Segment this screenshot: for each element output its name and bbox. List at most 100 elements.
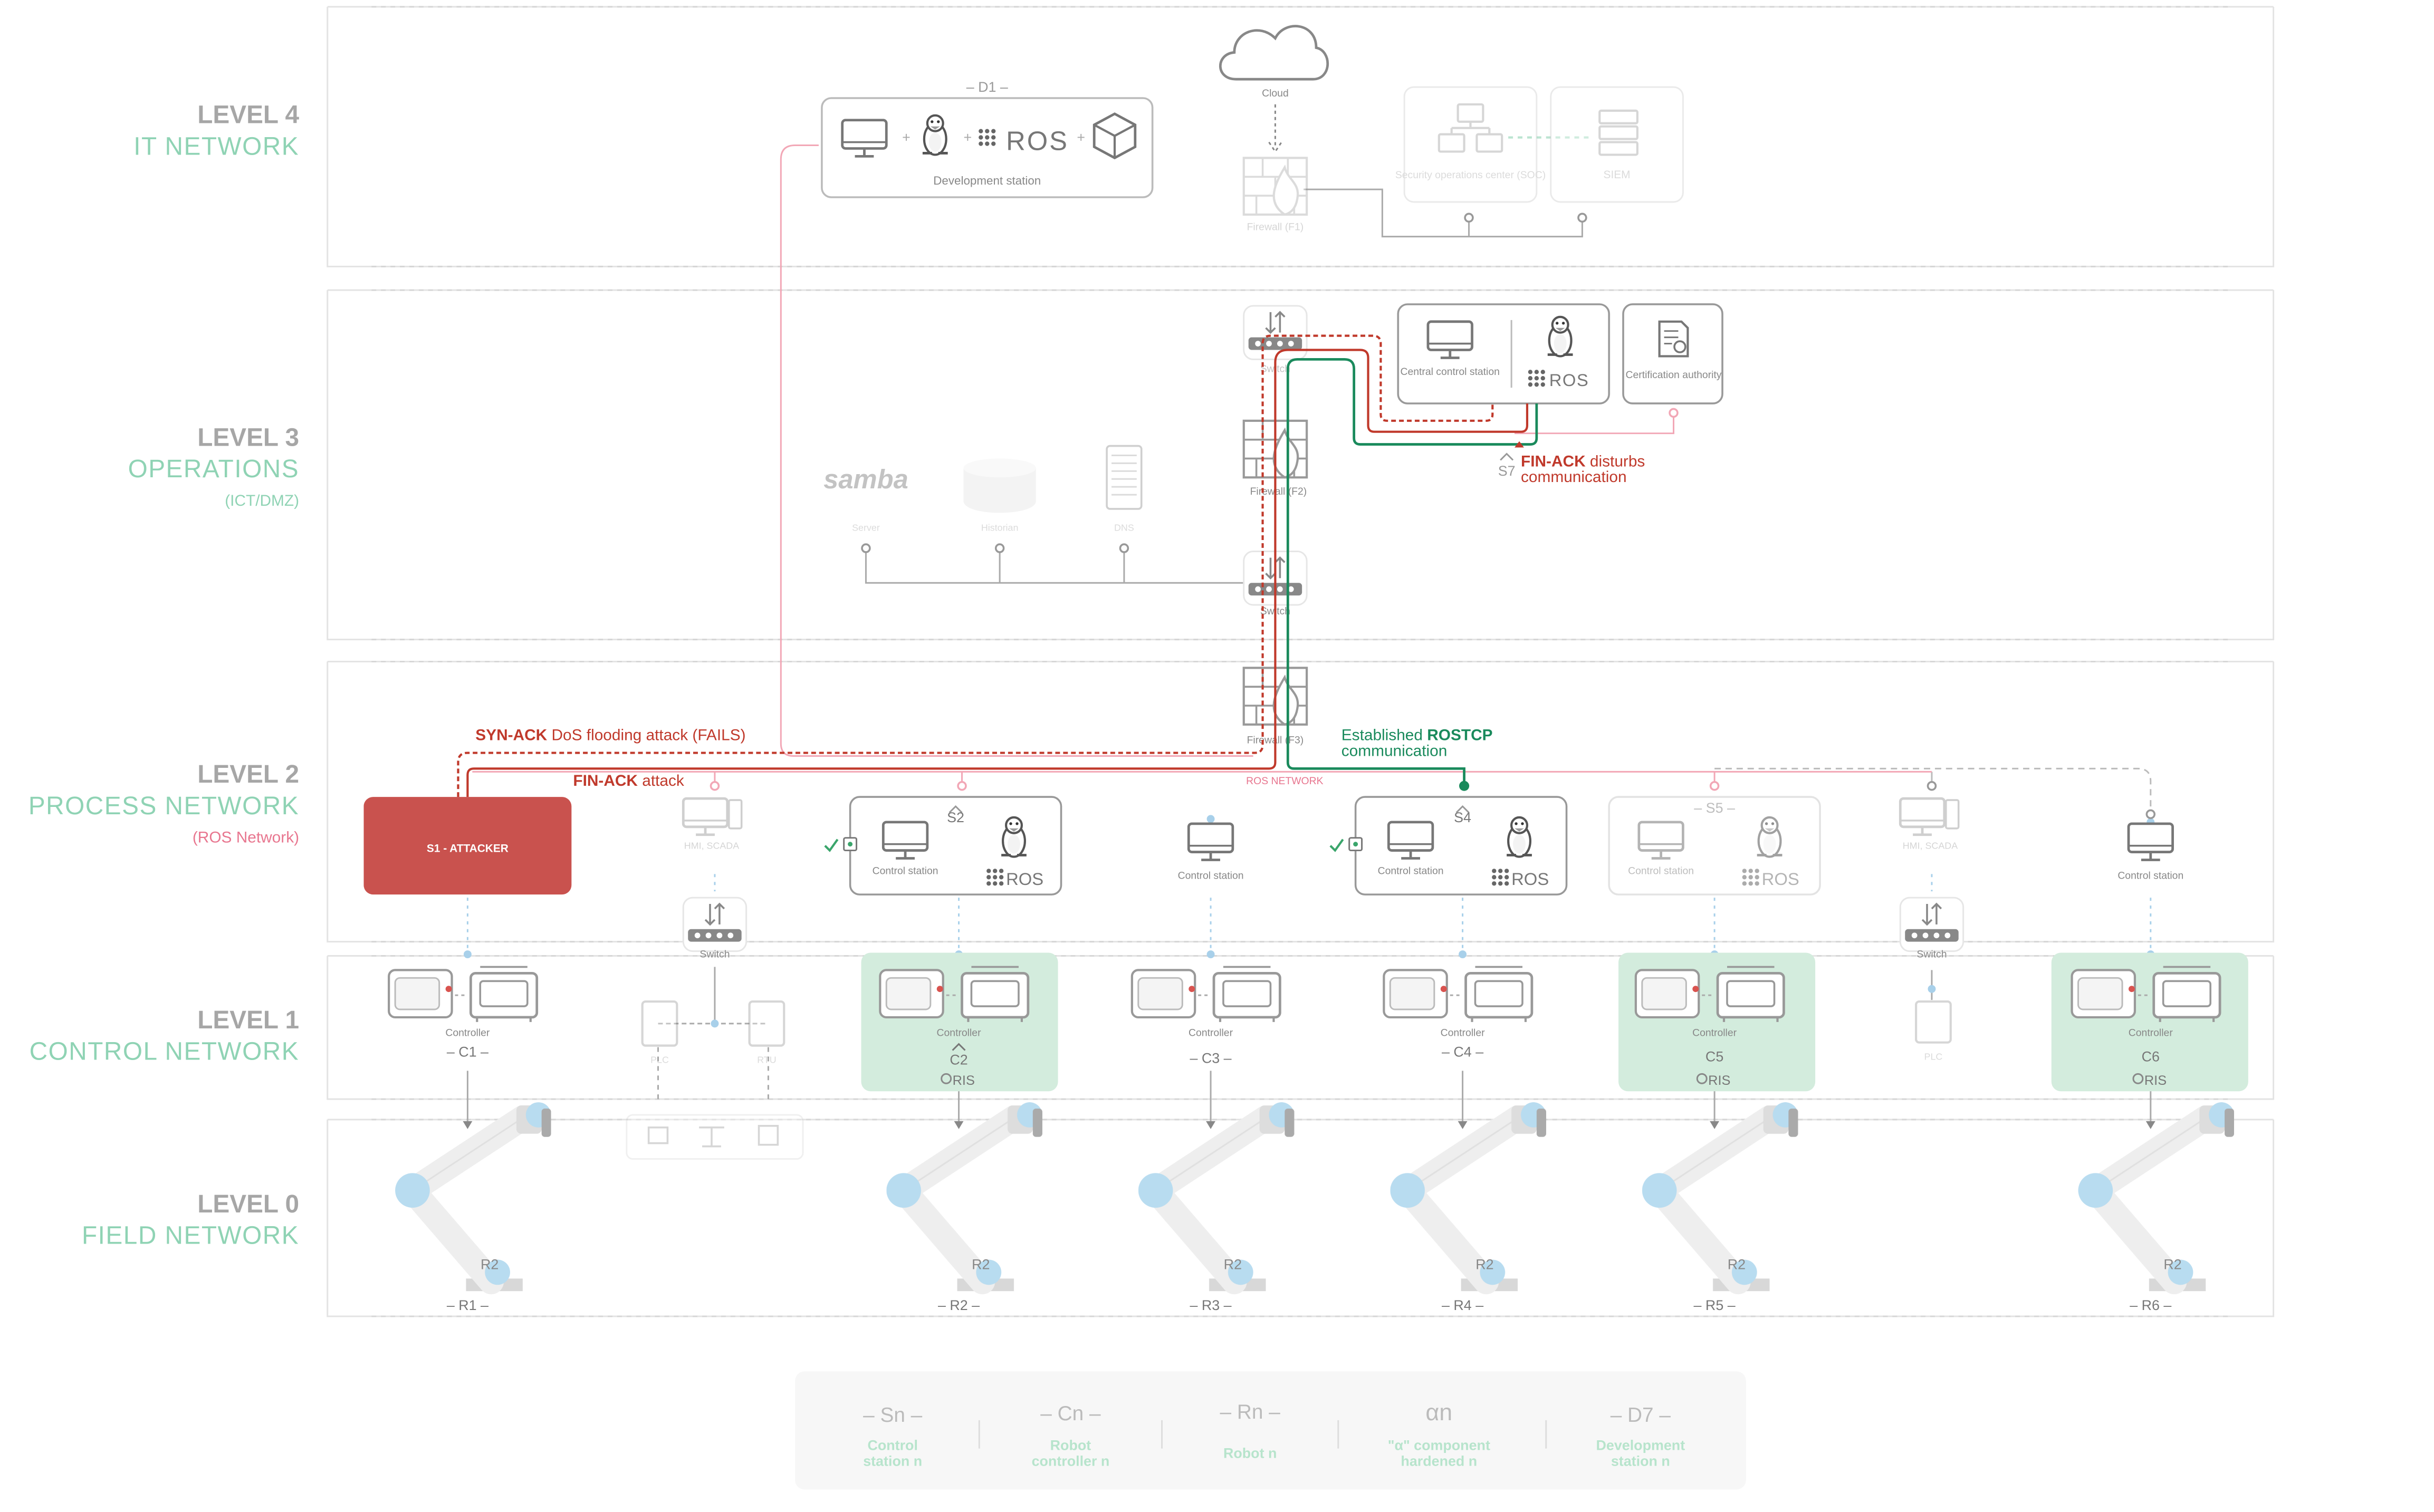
switch-left-label: Switch	[699, 949, 730, 960]
plc-right: PLC	[1915, 1000, 1952, 1062]
c3-label: – C3 –	[1190, 1050, 1231, 1066]
established-prefix: Established	[1341, 727, 1427, 744]
robot-r2[interactable]: R2 – R2 –	[886, 1102, 1042, 1313]
robot-r1[interactable]: R2 – R1 –	[395, 1102, 551, 1313]
legend-item-controller: – Cn – Robot controller n	[1032, 1402, 1110, 1469]
hmi-scada-right-label: HMI, SCADA	[1903, 841, 1958, 851]
c1-label: – C1 –	[447, 1044, 488, 1060]
dev-station-label: Development station	[933, 174, 1041, 187]
c4-label: – C4 –	[1442, 1044, 1483, 1060]
ros-dots-icon	[986, 869, 1004, 886]
cloud-label: Cloud	[1262, 88, 1289, 99]
legend-item-dev-station: – D7 – Development station n	[1596, 1404, 1685, 1469]
level-1-links	[466, 874, 2152, 955]
hmi-scada-left-label: HMI, SCADA	[684, 841, 739, 851]
c6-ris-label: RIS	[2144, 1073, 2167, 1088]
legend-hardened-line2: hardened n	[1401, 1453, 1477, 1469]
rtu-icon	[748, 1000, 785, 1047]
level-4-subtitle: IT NETWORK	[133, 132, 299, 160]
central-control-station-box[interactable]: Central control station ROS	[1397, 303, 1610, 405]
c1-controller-label: Controller	[445, 1027, 490, 1039]
attacker-node[interactable]: S1 - ATTACKER	[363, 797, 572, 895]
central-ros-label: ROS	[1549, 370, 1589, 390]
switch-icon	[682, 897, 748, 952]
server-c-label: DNS	[1114, 523, 1134, 533]
controller-c5[interactable]: Controller C5 RIS	[1618, 952, 1816, 1092]
syn-ack-bold: SYN-ACK	[475, 727, 547, 744]
s2-ros-label: ROS	[1006, 869, 1043, 889]
database-icon	[963, 458, 1036, 513]
ros-dots-icon	[1528, 370, 1545, 387]
switch-icon	[1242, 305, 1308, 361]
monitor-icon	[1189, 824, 1233, 860]
controller-c4[interactable]: Controller – C4 –	[1384, 967, 1532, 1060]
station-s2[interactable]: S2 Control station ROS	[849, 796, 1062, 895]
s4-connection-dot	[1459, 781, 1470, 791]
ris-icon	[941, 1073, 952, 1084]
network-computers-icon	[1438, 103, 1503, 153]
switch-icon	[1899, 897, 1965, 952]
level-3-note: (ICT/DMZ)	[225, 492, 299, 509]
cloud-firewall-link	[1268, 104, 1282, 153]
legend-dev-line1: Development	[1596, 1438, 1685, 1453]
switch-right-label: Switch	[1916, 949, 1947, 960]
station-c3-level2: Control station	[1178, 824, 1244, 881]
established-bold: ROSTCP	[1427, 727, 1492, 744]
field-devices-icon	[647, 1125, 779, 1148]
r5-badge: R2	[1728, 1256, 1746, 1272]
ros-network-nodes	[710, 408, 1720, 791]
plc-label: PLC	[650, 1054, 669, 1065]
r2-badge: R2	[972, 1256, 990, 1272]
level-1-subtitle: CONTROL NETWORK	[30, 1038, 299, 1066]
robot-r4[interactable]: R2 – R4 –	[1390, 1102, 1546, 1313]
station-s5[interactable]: – S5 – Control station ROS	[1608, 796, 1821, 895]
cube-icon	[1093, 112, 1137, 160]
soc-label: Security operations center (SOC)	[1395, 169, 1546, 181]
level-3-subtitle: OPERATIONS	[128, 455, 299, 483]
c3-controller-label: Controller	[1189, 1027, 1233, 1039]
plc-rtu-group: PLC RTU	[626, 1000, 804, 1160]
controller-c1[interactable]: Controller – C1 –	[389, 967, 537, 1060]
controller-c3[interactable]: Controller – C3 –	[1132, 967, 1280, 1066]
dev-station-id: – D1 –	[966, 79, 1008, 95]
level-0-subtitle: FIELD NETWORK	[82, 1222, 299, 1250]
station-s4[interactable]: S4 Control station ROS	[1354, 796, 1568, 895]
c6-controller-label: Controller	[2129, 1027, 2173, 1039]
firewall-f1-label: Firewall (F1)	[1247, 221, 1304, 233]
s4-ros-label: ROS	[1511, 869, 1549, 889]
firewall-f2-label: Firewall (F2)	[1250, 486, 1307, 497]
cloud-icon	[1219, 25, 1329, 81]
legend-station-line2: station n	[863, 1453, 922, 1469]
robot-r6[interactable]: R2 – R6 –	[2078, 1102, 2234, 1313]
controller-c2[interactable]: Controller C2 RIS	[861, 952, 1058, 1092]
tower-icon	[1945, 799, 1960, 830]
cloud: Cloud	[1219, 25, 1329, 99]
c4-controller-label: Controller	[1441, 1027, 1486, 1039]
cert-authority-label: Certification authority	[1625, 369, 1721, 381]
level-2-subtitle: PROCESS NETWORK	[28, 792, 299, 820]
robot-r5[interactable]: R2 – R5 –	[1642, 1102, 1798, 1313]
ros-dots-icon	[1742, 869, 1759, 886]
legend-item-robot: – Rn – Robot n	[1220, 1401, 1281, 1461]
controller-icon	[1132, 967, 1280, 1022]
controller-c6[interactable]: Controller C6 RIS	[2051, 952, 2248, 1092]
legend-hardened-symbol: αn	[1425, 1399, 1452, 1426]
plus-sign: +	[902, 130, 911, 146]
certification-authority-box[interactable]: Certification authority	[1622, 303, 1723, 405]
legend-dev-symbol: – D7 –	[1611, 1404, 1671, 1427]
robot-r3[interactable]: R2 – R3 –	[1138, 1102, 1294, 1313]
central-station-label: Central control station	[1400, 366, 1499, 378]
dev-station-box[interactable]: – D1 – + + ROS + Development station	[821, 79, 1154, 198]
syn-ack-rest: DoS flooding attack (FAILS)	[547, 727, 745, 744]
ris-icon	[1696, 1073, 1708, 1084]
station-c6-level2: Control station	[2117, 824, 2183, 881]
syn-ack-attack-path	[457, 334, 1494, 797]
rtu-label: RTU	[757, 1054, 776, 1065]
robot-arm-icon	[2078, 1102, 2234, 1291]
grey-network-nodes	[861, 213, 2156, 820]
c2-label: C2	[950, 1052, 967, 1067]
c6-control-station-label: Control station	[2117, 870, 2183, 881]
s7-label: S7	[1498, 463, 1516, 479]
